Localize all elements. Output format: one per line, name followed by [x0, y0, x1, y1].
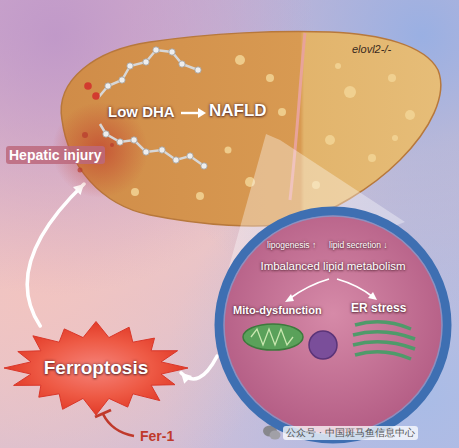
- dha-arrowhead: [198, 108, 206, 118]
- dha-arrow: [181, 112, 200, 114]
- organelle-label: Mito-dysfunction: [233, 304, 322, 317]
- flow-arrow-line: [27, 184, 84, 326]
- inner-arrowhead: [368, 292, 377, 300]
- flow-arrow: [181, 356, 217, 384]
- ferroptosis-burst: Ferroptosis: [3, 320, 189, 416]
- endoplasmic-reticulum: [353, 322, 415, 359]
- process-label: lipid secretion ↓: [329, 241, 388, 251]
- mitochondrion: [243, 324, 303, 350]
- process-heading: Imbalanced lipid metabolism: [213, 260, 453, 273]
- inner-arrows: [289, 279, 373, 299]
- inner-arrowhead: [285, 294, 294, 302]
- hepatocyte-node: lipogenesis ↑ lipid secretion ↓ Imbalanced…: [213, 205, 453, 445]
- liver-illustration: [50, 25, 445, 230]
- edge-label: Hepatic injury: [6, 146, 105, 164]
- watermark: 公众号 · 中国斑马鱼信息中心: [283, 426, 418, 440]
- gene-label: elovl2-/-: [352, 43, 391, 56]
- organelle-label: ER stress: [351, 302, 406, 316]
- process-label: lipogenesis ↑: [267, 241, 316, 251]
- outcome-label: Ferroptosis: [44, 357, 149, 379]
- starburst-outline: [4, 322, 188, 416]
- liver-node: Low DHA NAFLD elovl2-/-: [50, 25, 445, 230]
- factor-label: Low DHA: [108, 103, 175, 120]
- inhibitor-line: [103, 414, 134, 436]
- cell-rim-highlight: [224, 216, 442, 434]
- flow-arrow: [27, 184, 84, 326]
- disease-label: NAFLD: [209, 101, 267, 121]
- arrowhead: [181, 373, 192, 384]
- inhibitor-label: Fer-1: [140, 428, 174, 444]
- cell-outline: [219, 211, 447, 439]
- nucleus: [309, 331, 337, 359]
